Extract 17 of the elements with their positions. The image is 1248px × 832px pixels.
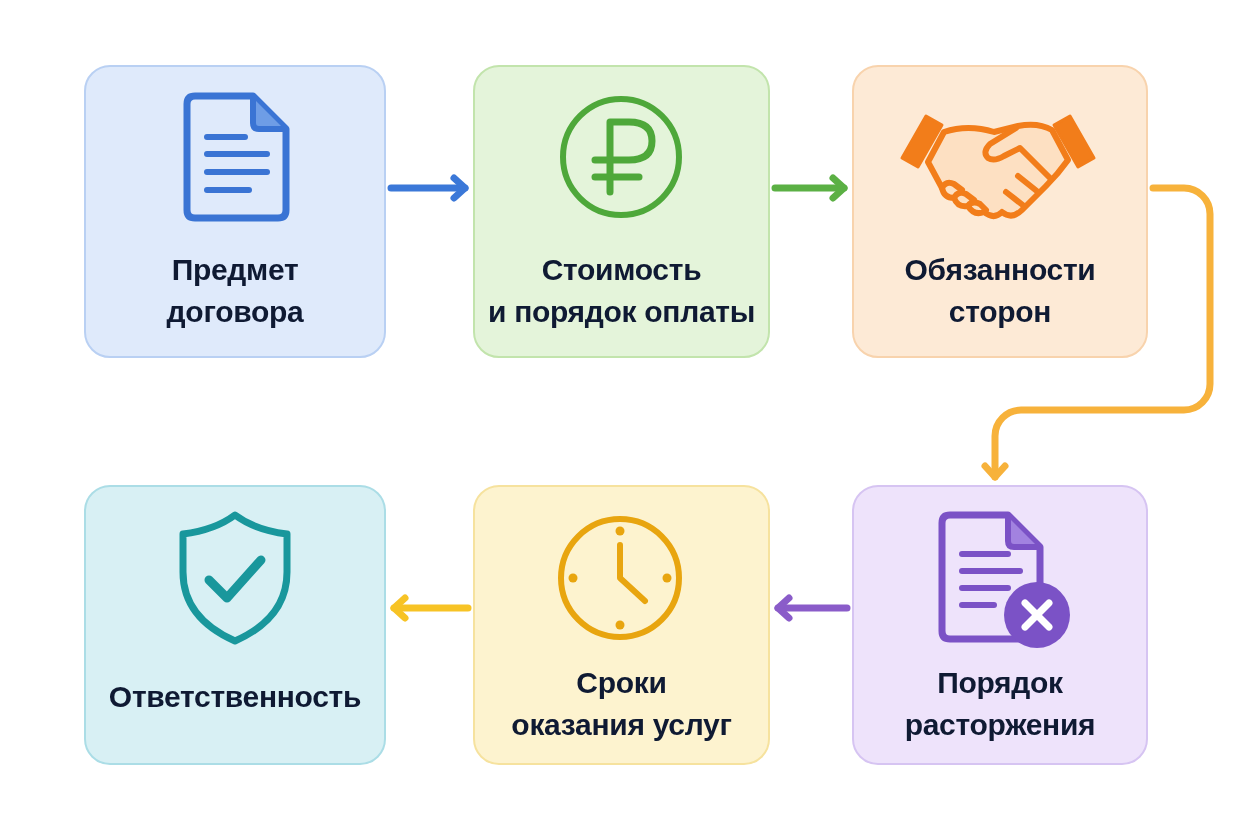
arrow bbox=[981, 184, 1214, 481]
step-label: Стоимость и порядок оплаты bbox=[487, 252, 756, 330]
arrow bbox=[774, 594, 851, 622]
step-label: Порядок расторжения bbox=[904, 665, 1096, 743]
step-label: Обязанности сторон bbox=[904, 252, 1096, 330]
arrow bbox=[771, 174, 848, 202]
step-card bbox=[852, 485, 1148, 765]
step-label: Ответственность bbox=[108, 679, 362, 715]
step-card bbox=[84, 485, 386, 765]
step-card bbox=[852, 65, 1148, 358]
step-label: Сроки оказания услуг bbox=[511, 665, 732, 743]
step-label: Предмет договора bbox=[166, 252, 304, 330]
step-card bbox=[473, 485, 770, 765]
step-card bbox=[84, 65, 386, 358]
arrow bbox=[390, 594, 472, 622]
step-card bbox=[473, 65, 770, 358]
arrow bbox=[387, 174, 469, 202]
